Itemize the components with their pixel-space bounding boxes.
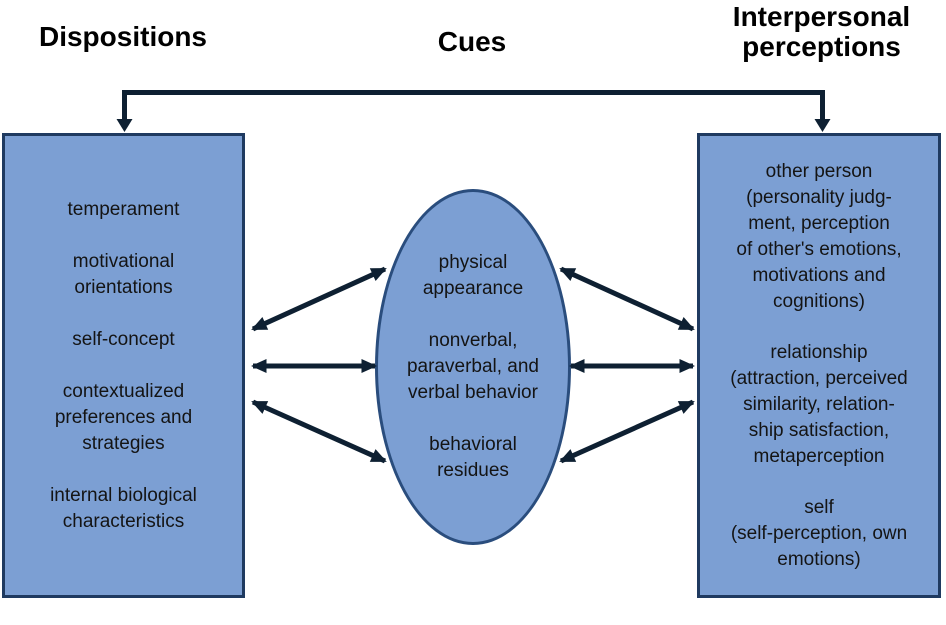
disposition-item-self-concept: self-concept xyxy=(72,328,175,350)
top-feedback-connector xyxy=(122,90,825,121)
disposition-item-temperament: temperament xyxy=(67,198,180,220)
heading-dispositions: Dispositions xyxy=(38,21,207,52)
top-connector-arrowhead-left xyxy=(116,119,133,132)
perception-item-other-person: other person (personality judg- ment, pe… xyxy=(736,160,902,312)
cue-item-behavioral-residues: behavioral residues xyxy=(429,434,517,481)
top-connector-arrowhead-right xyxy=(814,119,831,132)
cues-ellipse: physical appearance nonverbal, paraverba… xyxy=(375,189,571,545)
cue-item-verbal-behavior: nonverbal, paraverbal, and verbal behavi… xyxy=(406,330,540,403)
arrow-dispositions-cues-upper xyxy=(251,266,387,332)
perception-item-self: self (self-perception, own emotions) xyxy=(730,496,908,570)
heading-cues: Cues xyxy=(437,26,507,57)
interpersonal-perceptions-box: other person (personality judg- ment, pe… xyxy=(697,133,941,598)
disposition-item-motivational: motivational orientations xyxy=(72,250,175,298)
heading-interpersonal-perceptions: Interpersonal perceptions xyxy=(732,1,911,62)
dispositions-box: temperament motivational orientations se… xyxy=(2,133,245,598)
perception-item-relationship: relationship (attraction, perceived simi… xyxy=(730,341,908,467)
disposition-item-contextualized: contextualized preferences and strategie… xyxy=(54,380,193,454)
arrow-cues-perceptions-lower xyxy=(559,399,695,464)
arrow-cues-perceptions-upper xyxy=(559,266,695,332)
disposition-item-internal-biological: internal biological characteristics xyxy=(50,484,197,532)
cue-item-physical-appearance: physical appearance xyxy=(422,252,524,299)
arrow-dispositions-cues-lower xyxy=(251,399,387,464)
